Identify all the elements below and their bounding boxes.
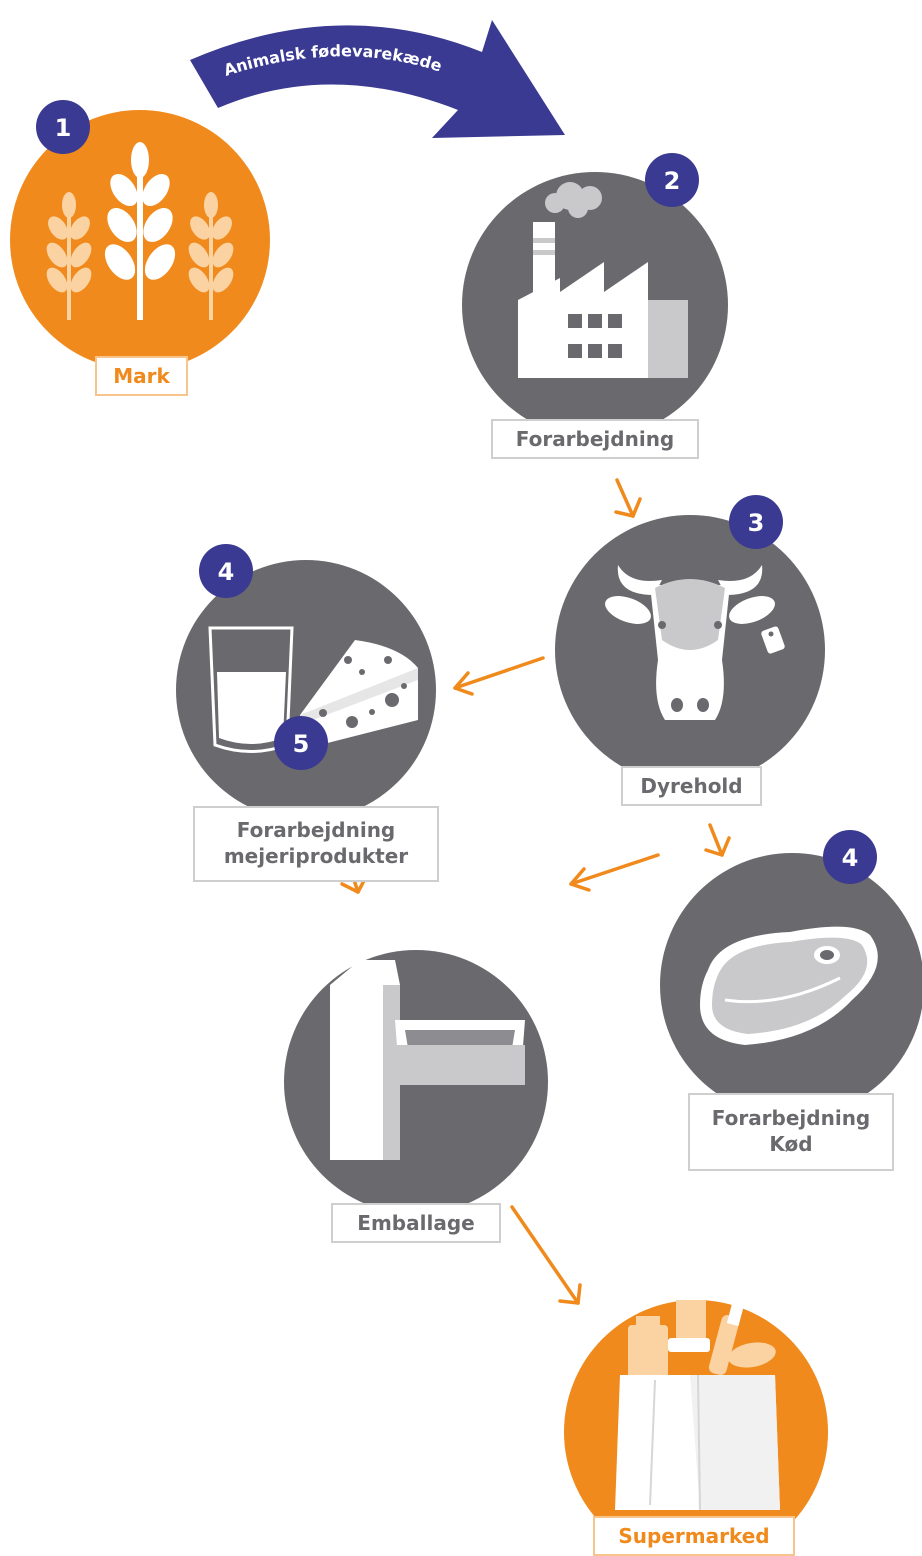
- label-kod: Forarbejdning Kød: [688, 1093, 894, 1171]
- wheat-icon: [46, 142, 234, 320]
- label-kod-line1: Forarbejdning: [711, 1106, 871, 1130]
- arrow-dyrehold-to-mejeri: [453, 656, 545, 696]
- grocery-bag-icon: [615, 1298, 780, 1511]
- step-badge-4-mejeri: 4: [199, 544, 253, 598]
- stage-dyrehold: 3: [555, 495, 825, 785]
- svg-text:4: 4: [842, 844, 859, 872]
- label-mejeri-line1: Forarbejdning: [236, 818, 396, 842]
- label-kod-line2: Kød: [769, 1132, 813, 1156]
- stage-emballage: 5: [274, 716, 548, 1214]
- label-forarbejdning-text: Forarbejdning: [515, 427, 675, 451]
- label-dyrehold: Dyrehold: [621, 766, 762, 806]
- flow-arrows: [339, 478, 731, 1305]
- arrow-kod-to-emballage: [569, 853, 660, 892]
- svg-text:4: 4: [218, 558, 235, 586]
- stage-mejeri: 4: [176, 544, 436, 820]
- step-badge-4-kod: 4: [823, 830, 877, 884]
- label-emballage-text: Emballage: [357, 1211, 475, 1235]
- arrow-forarbejdning-to-dyrehold: [614, 478, 642, 518]
- stage-kod: 4: [660, 830, 922, 1117]
- label-mejeri-line2: mejeriprodukter: [223, 844, 409, 868]
- label-supermarked-text: Supermarked: [618, 1524, 770, 1548]
- svg-text:1: 1: [55, 114, 72, 142]
- label-mejeri: Forarbejdning mejeriprodukter: [193, 806, 439, 882]
- banner-arrow: [190, 20, 565, 138]
- steak-icon: [700, 926, 878, 1045]
- step-badge-5: 5: [274, 716, 328, 770]
- arrow-emballage-to-supermarked: [510, 1205, 582, 1305]
- package-icon: [330, 942, 525, 1160]
- arrow-dyrehold-to-kod: [704, 823, 731, 857]
- step-badge-3: 3: [729, 495, 783, 549]
- svg-text:3: 3: [748, 509, 765, 537]
- label-mark: Mark: [95, 356, 188, 396]
- stage-supermarked: [564, 1298, 828, 1556]
- label-dyrehold-text: Dyrehold: [640, 774, 743, 798]
- cow-icon: [605, 565, 785, 720]
- label-forarbejdning: Forarbejdning: [491, 419, 699, 459]
- stage-mark: 1: [10, 100, 270, 370]
- svg-text:2: 2: [664, 167, 681, 195]
- label-emballage: Emballage: [331, 1203, 501, 1243]
- stage-forarbejdning: 2: [462, 153, 728, 438]
- label-supermarked: Supermarked: [593, 1516, 795, 1556]
- step-badge-2: 2: [645, 153, 699, 207]
- svg-text:5: 5: [293, 730, 310, 758]
- factory-icon: [518, 182, 688, 378]
- label-mark-text: Mark: [113, 364, 170, 388]
- step-badge-1: 1: [36, 100, 90, 154]
